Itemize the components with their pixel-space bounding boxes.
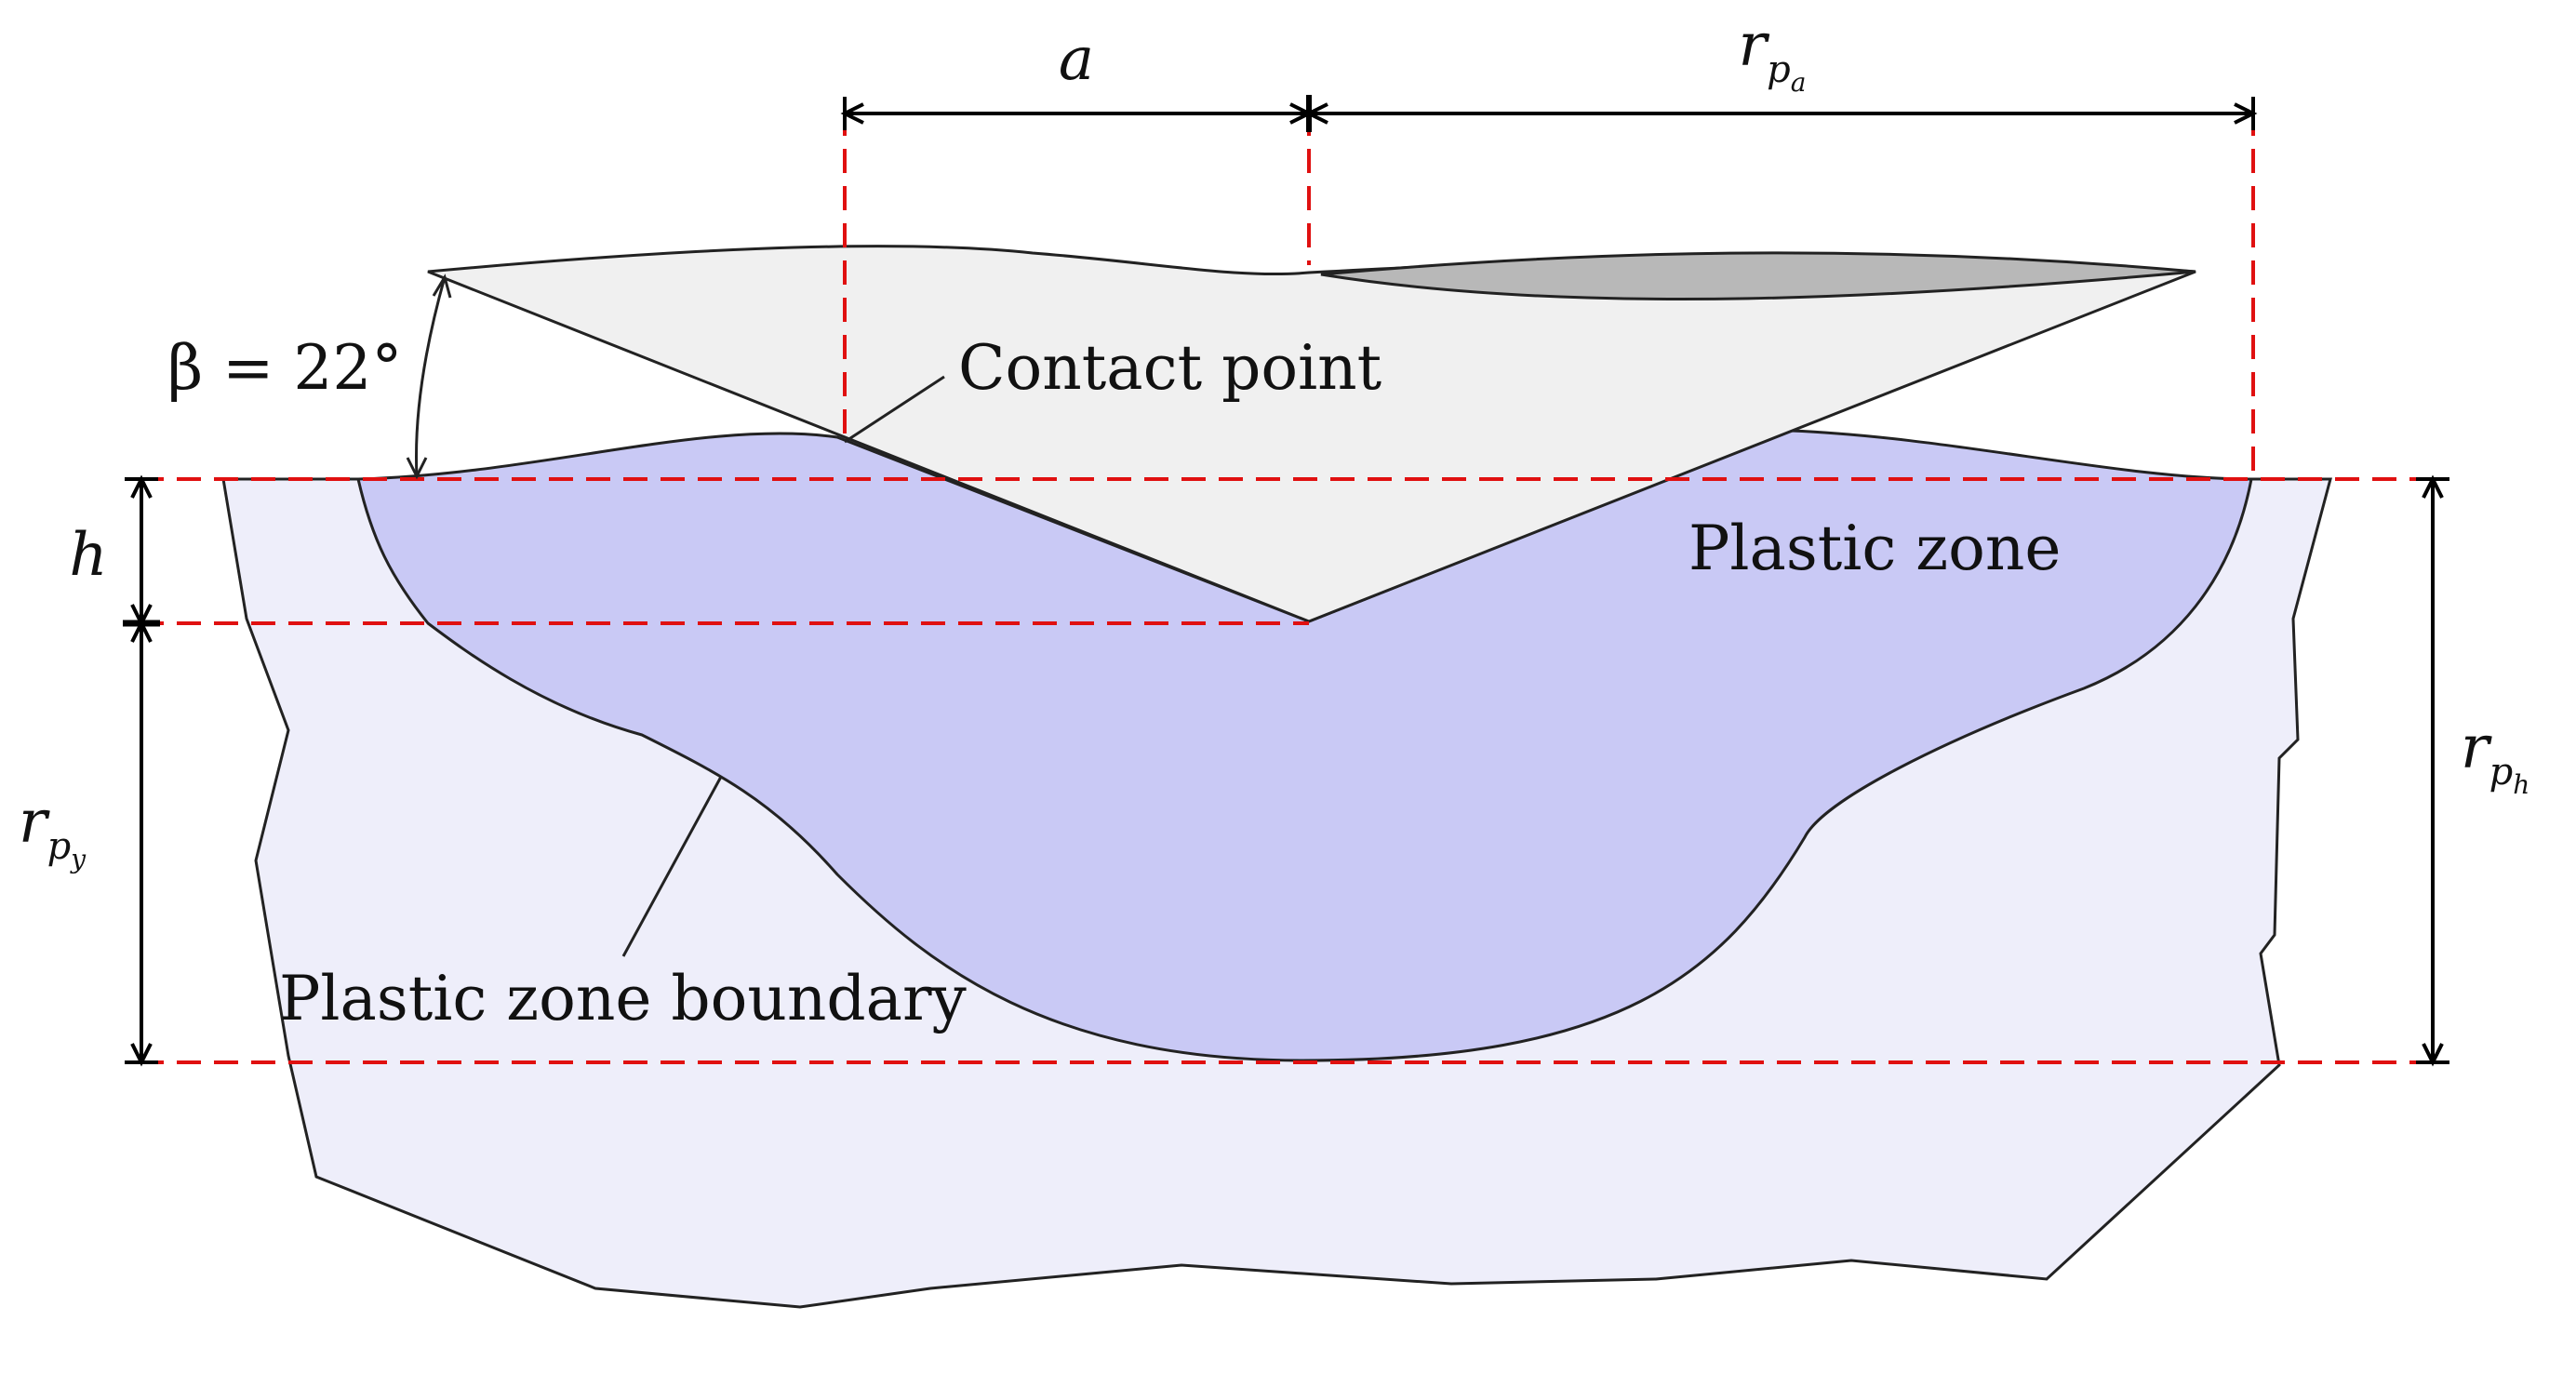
plastic-zone-boundary-label: Plastic zone boundary [279, 963, 968, 1034]
dim-rph-main: r [2461, 714, 2492, 782]
dim-rpy-main: r [19, 788, 50, 857]
dim-a-label: a [1059, 25, 1094, 94]
angle-arc-arrow-bottom [406, 457, 428, 480]
angle-label: β = 22° [167, 332, 402, 404]
dim-rpa-sub1: p [1767, 48, 1791, 91]
dim-rpy-arrow-top [130, 619, 153, 643]
dim-rpy-sub2: y [69, 844, 87, 874]
dim-h-arrow-top [130, 474, 153, 499]
dim-rph-sub2: h [2513, 769, 2529, 800]
angle-arc-arrow-top [432, 273, 452, 299]
dim-rpy-label: rpy [19, 788, 87, 874]
dim-rpa-arrow-left [1304, 102, 1328, 125]
indenter-tip-shaded [1320, 251, 2196, 301]
dim-rpa-main: r [1739, 11, 1770, 80]
dim-h-label: h [69, 521, 107, 590]
contact-point-leader [844, 375, 945, 444]
guide-lines [140, 112, 2428, 1064]
dim-rpa-sub2: a [1791, 67, 1807, 98]
dim-rpa-arrow-right [2234, 102, 2258, 125]
contact-point-label: Contact point [958, 332, 1381, 404]
dimension-lines [123, 95, 2449, 1067]
plastic-zone [356, 429, 2253, 1062]
boundary-leader [621, 776, 723, 957]
dim-rph-sub1: p [2489, 751, 2514, 794]
dim-rpy-sub1: p [47, 825, 72, 868]
dim-rph-arrow-top [2422, 474, 2444, 499]
dim-rpa-label: rpa [1739, 11, 1807, 98]
dim-rpy-arrow-bottom [130, 1043, 153, 1067]
dim-a-arrow-left [840, 102, 864, 125]
angle-arc [414, 276, 447, 477]
plastic-zone-label: Plastic zone [1688, 513, 2061, 584]
dim-rph-arrow-bottom [2422, 1043, 2444, 1067]
dim-rph-label: rph [2461, 714, 2529, 800]
